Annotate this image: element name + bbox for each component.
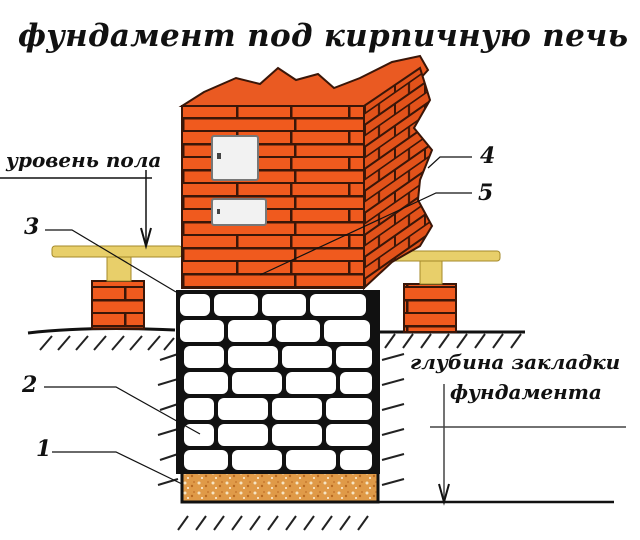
floor-level-label: уровень пола (6, 148, 162, 172)
left-brick-pier (91, 255, 145, 330)
right-brick-pier (403, 259, 457, 333)
callout-1: 1 (36, 436, 52, 462)
diagram-title: фундамент под кирпичную печь (18, 18, 629, 54)
sand-cushion (180, 470, 380, 504)
foundation-depth-label-line2: фундамента (450, 380, 602, 404)
ash-pit-door (211, 198, 267, 226)
floor-beam-left (51, 245, 183, 258)
callout-leaders (44, 156, 472, 485)
foundation-depth-label-line1: глубина закладки (410, 350, 621, 374)
stone-foundation (176, 290, 380, 474)
callout-3: 3 (24, 214, 40, 240)
brick-stove (178, 54, 434, 291)
callout-5: 5 (478, 180, 494, 206)
floor-level-marker (0, 170, 152, 250)
callout-4: 4 (480, 143, 496, 169)
firebox-door (211, 135, 259, 181)
foundation-depth-marker (376, 384, 626, 506)
callout-2: 2 (22, 372, 38, 398)
